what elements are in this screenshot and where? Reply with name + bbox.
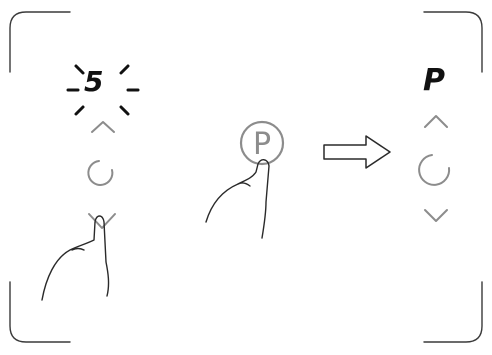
left-display-digit: 5 xyxy=(84,68,104,96)
transition-arrow-icon xyxy=(324,136,390,168)
frame-corner-bottom-right xyxy=(424,282,482,342)
frame-corner-bottom-left xyxy=(10,282,70,342)
left-hand-icon xyxy=(42,216,109,300)
right-knob-icon[interactable] xyxy=(419,155,449,185)
right-up-arrow-icon[interactable] xyxy=(425,116,447,127)
right-down-arrow-icon[interactable] xyxy=(425,210,447,221)
frame-corner-top-left xyxy=(10,12,70,72)
right-display-digit: P xyxy=(423,66,445,96)
left-knob-icon[interactable] xyxy=(88,161,112,185)
panel-frame xyxy=(10,12,482,342)
left-up-arrow-icon[interactable] xyxy=(92,122,114,132)
p-key-label: P xyxy=(248,130,276,160)
middle-hand-icon xyxy=(206,160,269,238)
